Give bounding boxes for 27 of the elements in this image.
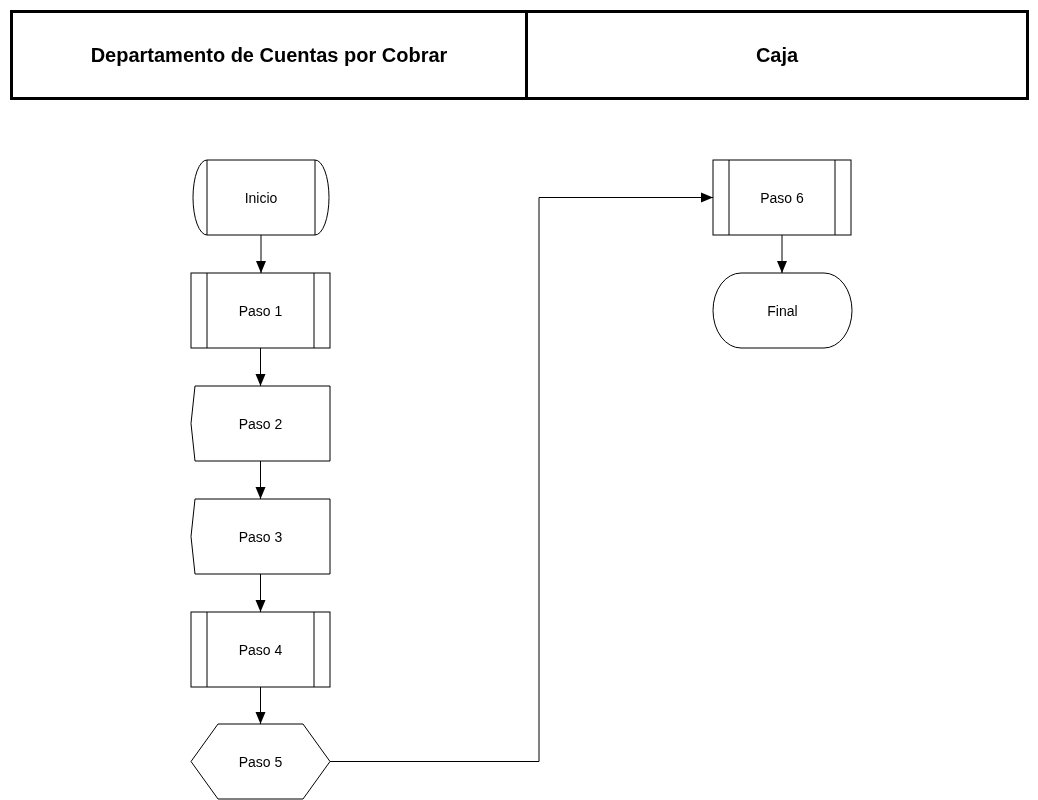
- step-label: Paso 2: [238, 415, 283, 432]
- display-shape: [191, 386, 330, 461]
- step-label: Paso 5: [238, 753, 283, 770]
- step-label: Paso 6: [760, 189, 804, 206]
- lane-header: [525, 10, 1029, 100]
- lane-header: [10, 10, 528, 100]
- terminator-shape: [713, 273, 852, 348]
- arrow: [255, 573, 266, 613]
- preparation-hexagon: [191, 724, 330, 799]
- predefined-process-box: [713, 160, 851, 235]
- step-label: Final: [767, 302, 798, 319]
- arrow: [256, 234, 266, 274]
- arrow: [255, 347, 266, 387]
- arrow: [329, 192, 714, 762]
- lane-title: Departamento de Cuentas por Cobrar: [90, 43, 448, 67]
- step-label: Paso 4: [238, 641, 283, 658]
- arrow: [255, 686, 266, 725]
- step-label: Inicio: [244, 189, 278, 206]
- predefined-process-box: [191, 273, 330, 348]
- lane-title: Caja: [755, 43, 799, 67]
- predefined-process-box: [191, 612, 330, 687]
- arrow: [777, 234, 787, 274]
- display-shape: [191, 499, 330, 574]
- step-label: Paso 3: [238, 528, 283, 545]
- arrow: [255, 460, 266, 500]
- start-shape: [193, 160, 329, 235]
- step-label: Paso 1: [238, 302, 283, 319]
